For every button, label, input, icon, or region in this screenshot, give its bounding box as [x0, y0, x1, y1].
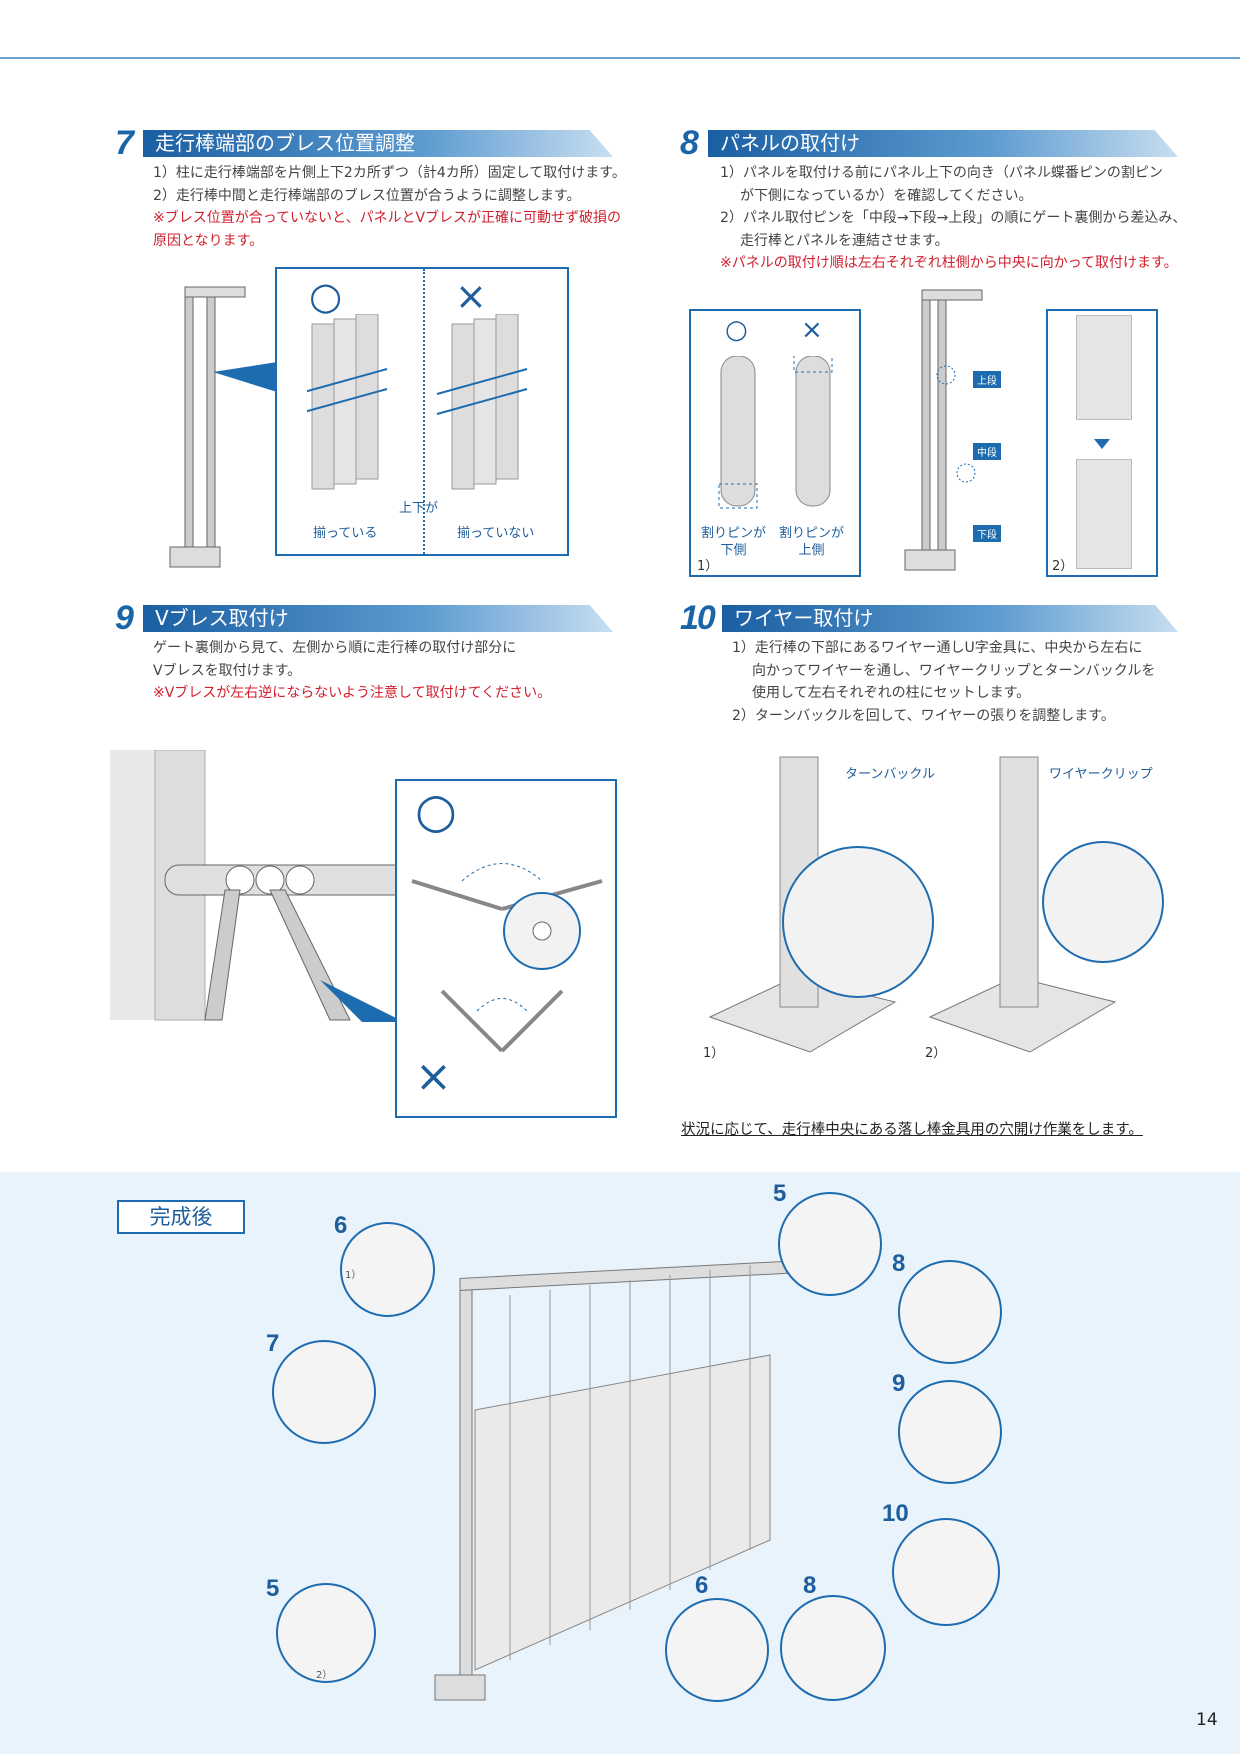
callout-detail	[665, 1598, 769, 1702]
section-title: パネルの取付け	[708, 130, 1178, 157]
section-9: 9 Vブレス取付け ゲート裏側から見て、左側から順に走行棒の取付け部分に Vブレス…	[115, 599, 655, 705]
instruction: 向かってワイヤーを通し、ワイヤークリップとターンバックルを	[752, 662, 1156, 679]
step-number: 10	[680, 599, 716, 637]
step-label: 2）	[1052, 559, 1074, 574]
step-label: 2）	[925, 1046, 947, 1061]
wire-illustration	[708, 756, 1164, 1053]
step-number: 9	[115, 599, 134, 637]
pin-comparison-frame: ○ × 割りピンが 下側 割りピンが 上側 1）	[689, 309, 861, 577]
tag-middle: 中段	[973, 443, 1001, 460]
caption-ok: 揃っている	[313, 526, 378, 541]
page-number: 14	[1196, 1710, 1218, 1730]
sub-label: 1）	[345, 1270, 362, 1281]
instruction: 2）パネル取付ピンを「中段→下段→上段」の順にゲート裏側から差込み、	[720, 210, 1187, 226]
pin-detail-frame: 2）	[1046, 309, 1158, 577]
instruction: 2）ターンバックルを回して、ワイヤーの張りを調整します。	[732, 707, 1115, 724]
warning: ※パネルの取付け順は左右それぞれ柱側から中央に向かって取付けます。	[720, 255, 1178, 271]
section-7: 7 走行棒端部のブレス位置調整 1）柱に走行棒端部を片側上下2カ所ずつ（計4カ所）…	[115, 124, 655, 252]
brace-comparison-frame: ○ × 上下が 揃っている 揃っていない	[275, 267, 569, 556]
callout-number: 5	[266, 1575, 280, 1602]
callout-detail	[780, 1595, 886, 1701]
callout-detail	[898, 1260, 1002, 1364]
tag-lower: 下段	[973, 525, 1001, 542]
instruction: Vブレスを取付けます。	[153, 662, 302, 679]
ok-mark: ○	[415, 783, 457, 839]
ng-mark: ×	[801, 315, 823, 345]
section-8: 8 パネルの取付け 1）パネルを取付ける前にパネル上下の向き（パネル蝶番ピンの割ピ…	[680, 124, 1220, 275]
callout-number: 6	[695, 1572, 709, 1599]
callout-number: 10	[882, 1500, 909, 1527]
instruction: 1）パネルを取付ける前にパネル上下の向き（パネル蝶番ピンの割ピン	[720, 165, 1163, 181]
section-title: 走行棒端部のブレス位置調整	[143, 130, 613, 157]
callout-number: 6	[334, 1212, 348, 1239]
vbrace-comparison-frame: ○ ×	[395, 779, 617, 1118]
pin-illustration	[718, 356, 833, 509]
ng-mark: ×	[455, 274, 487, 318]
instruction: 使用して左右それぞれの柱にセットします。	[752, 685, 1031, 701]
warning: ※ブレス位置が合っていないと、パネルとVブレスが正確に可動せず破損の原因となりま…	[153, 210, 622, 249]
vbrace-diagram	[411, 863, 603, 1053]
ok-mark: ○	[725, 315, 748, 345]
callout-detail	[778, 1192, 882, 1296]
callout-number: 9	[892, 1370, 906, 1397]
instruction: が下側になっているか）を確認してください。	[740, 187, 1033, 204]
instruction: 1）柱に走行棒端部を片側上下2カ所ずつ（計4カ所）固定して取付けます。	[153, 165, 626, 181]
callout-number: 8	[803, 1572, 817, 1599]
instruction: ゲート裏側から見て、左側から順に走行棒の取付け部分に	[153, 640, 517, 656]
pin-ng-label: 割りピンが 上側	[779, 526, 845, 558]
step-number: 8	[680, 124, 699, 162]
panel-illustration	[307, 314, 528, 490]
gate-post-illustration	[169, 286, 275, 568]
warning: ※Vブレスが左右逆にならないよう注意して取付けてください。	[153, 685, 552, 701]
instruction: 走行棒とパネルを連結させます。	[740, 232, 949, 249]
ng-mark: ×	[415, 1051, 452, 1102]
callout-number: 7	[266, 1330, 280, 1357]
callout-detail	[272, 1340, 376, 1444]
sub-label: 2）	[316, 1670, 333, 1681]
section-title: ワイヤー取付け	[722, 605, 1178, 632]
callout-detail	[892, 1518, 1000, 1626]
header-rule	[0, 57, 1240, 59]
instruction: 2）走行棒中間と走行棒端部のブレス位置が合うように調整します。	[153, 187, 581, 204]
completed-label: 完成後	[117, 1200, 245, 1234]
callout-detail	[276, 1583, 376, 1683]
callout-detail	[898, 1380, 1002, 1484]
callout-number: 8	[892, 1250, 906, 1277]
tag-upper: 上段	[973, 371, 1001, 388]
step-number: 7	[115, 124, 134, 162]
pin-ok-label: 割りピンが 下側	[701, 526, 767, 558]
gate-post-illustration	[904, 289, 983, 571]
caption-ng: 揃っていない	[457, 526, 535, 541]
step-label: 1）	[703, 1046, 725, 1061]
note: 状況に応じて、走行棒中央にある落し棒金具用の穴開け作業をします。	[681, 1122, 1143, 1138]
callout-detail	[340, 1222, 435, 1317]
caption: 上下が	[399, 501, 439, 516]
section-title: Vブレス取付け	[143, 605, 613, 632]
turnbuckle-label: ターンバックル	[845, 767, 935, 782]
ok-mark: ○	[309, 274, 343, 318]
completed-gate-illustration	[434, 1259, 810, 1701]
wire-clip-label: ワイヤークリップ	[1049, 767, 1153, 782]
callout-number: 5	[773, 1180, 787, 1207]
vbrace-illustration	[110, 750, 400, 1022]
step-label: 1）	[697, 559, 719, 574]
instruction: 1）走行棒の下部にあるワイヤー通しU字金具に、中央から左右に	[732, 640, 1143, 656]
